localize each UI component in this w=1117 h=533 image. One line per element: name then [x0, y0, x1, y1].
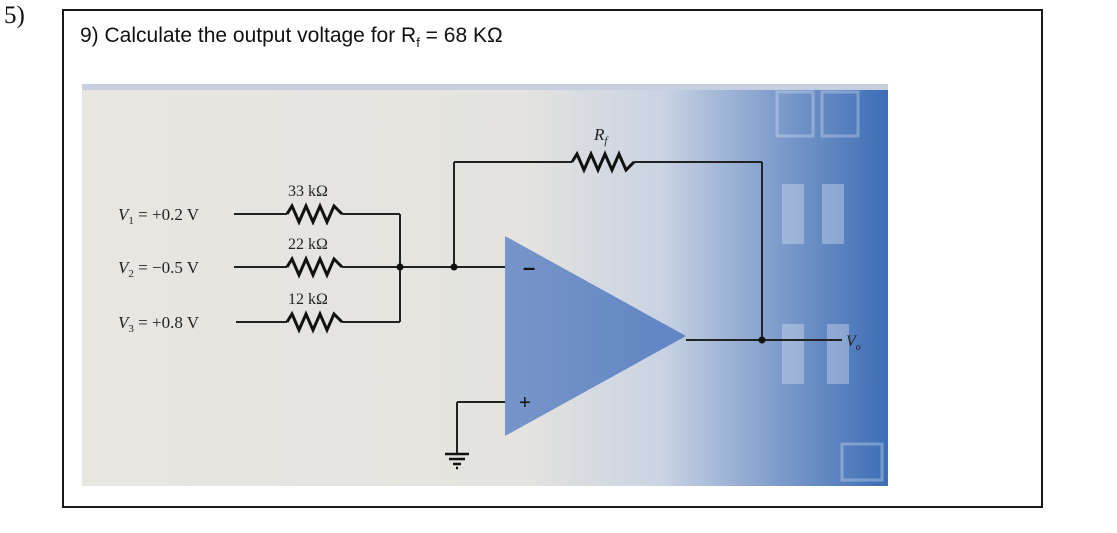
problem-number: 5)	[4, 2, 25, 29]
output-voltage-label: Vo	[846, 333, 861, 353]
circuit-figure: V1 = +0.2 V V2 = −0.5 V V3 = +0.8 V 33 k…	[82, 84, 888, 486]
input-v1-label: V1 = +0.2 V	[118, 205, 200, 227]
opamp-triangle	[505, 236, 686, 436]
ground-icon	[445, 452, 469, 470]
input-v2-label: V2 = −0.5 V	[118, 258, 200, 280]
inverting-input-sign: –	[523, 255, 535, 280]
feedback-resistor-label: Rf	[593, 125, 609, 147]
resistor-r2-value: 22 kΩ	[288, 236, 328, 253]
resistor-r1-value: 33 kΩ	[288, 183, 328, 200]
question-prefix: 9) Calculate the output voltage for R	[80, 24, 417, 47]
noninverting-input-sign: +	[519, 392, 531, 414]
photo-top-edge	[82, 84, 888, 90]
junction-dot	[758, 336, 766, 344]
resistor-r2	[285, 255, 344, 279]
input-v3-label: V3 = +0.8 V	[118, 313, 200, 335]
resistor-rf	[570, 150, 636, 174]
question-subscript: f	[416, 35, 420, 51]
photo-background	[82, 84, 888, 486]
resistor-r3	[285, 310, 344, 334]
question-suffix: = 68 KΩ	[419, 24, 503, 47]
junction-dot	[450, 263, 458, 271]
question-box	[62, 9, 1043, 508]
resistor-r1	[285, 202, 344, 226]
question-text: 9) Calculate the output voltage for Rf =…	[80, 24, 503, 50]
circuit-wires	[234, 161, 842, 454]
resistor-r3-value: 12 kΩ	[288, 291, 328, 308]
circuit-diagram: V1 = +0.2 V V2 = −0.5 V V3 = +0.8 V 33 k…	[82, 84, 888, 486]
junction-dot	[396, 263, 404, 271]
